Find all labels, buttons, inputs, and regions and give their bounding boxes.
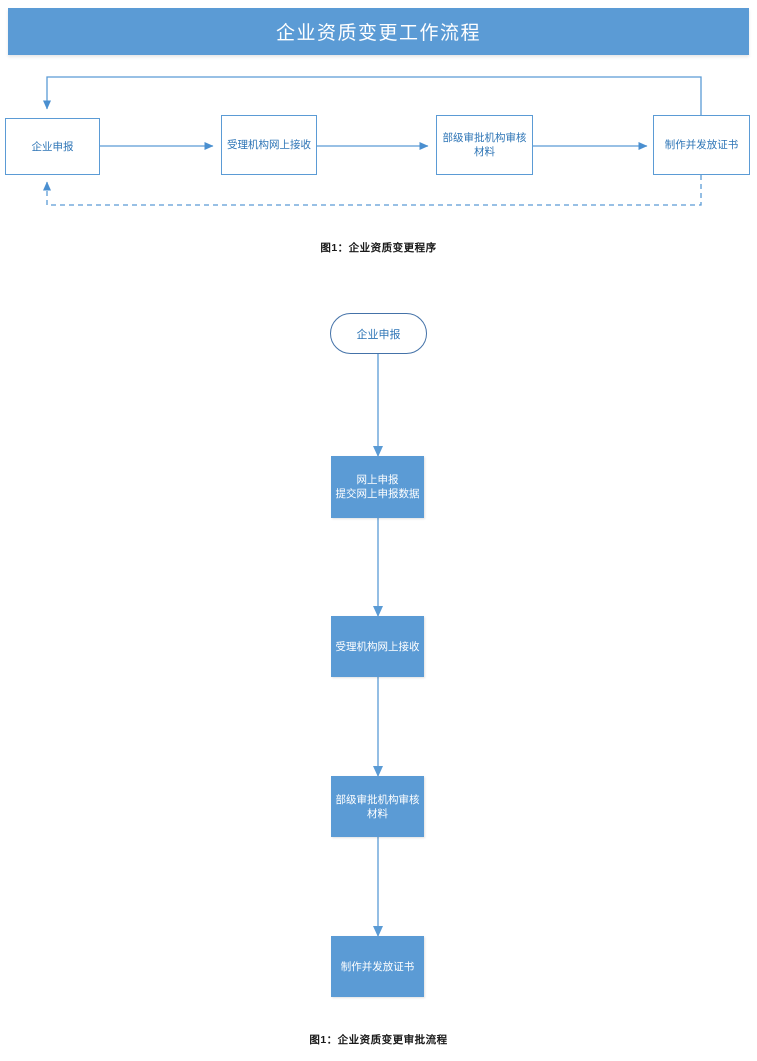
node-ministry-review-materials[interactable]: 部级审批机构审核 材料 <box>331 776 424 837</box>
node-label-line: 材料 <box>474 146 495 158</box>
page-header-banner: 企业资质变更工作流程 <box>8 8 749 55</box>
node-enterprise-declaration[interactable]: 企业申报 <box>5 118 100 175</box>
node-label-block: 部级审批机构审核 材料 <box>443 131 527 159</box>
caption-flowchart-horizontal: 图1：企业资质变更程序 <box>320 242 437 254</box>
flowchart-horizontal-connectors <box>43 76 702 206</box>
page-title: 企业资质变更工作流程 <box>275 23 481 44</box>
edge-n4-n1-dashed-feedback <box>43 175 702 206</box>
node-label-line: 部级审批机构审核 <box>335 793 420 806</box>
node-online-declaration[interactable]: 网上申报 提交网上申报数据 <box>331 456 424 518</box>
flowchart-vertical <box>0 290 757 1020</box>
node-agency-online-receipt[interactable]: 受理机构网上接收 <box>221 115 317 175</box>
node-label-line: 受理机构网上接收 <box>227 139 311 151</box>
node-label-line: 材料 <box>367 807 388 820</box>
node-label-line: 企业申报 <box>356 328 401 341</box>
node-agency-online-receipt[interactable]: 受理机构网上接收 <box>331 616 424 677</box>
node-issue-certificate[interactable]: 制作并发放证书 <box>653 115 750 175</box>
node-label-line: 制作并发放证书 <box>664 139 739 151</box>
caption-flowchart-vertical: 图1：企业资质变更审批流程 <box>309 1034 448 1046</box>
node-label-line: 受理机构网上接收 <box>335 640 420 653</box>
node-label-line: 制作并发放证书 <box>340 960 415 973</box>
node-issue-certificate[interactable]: 制作并发放证书 <box>331 936 424 997</box>
node-label-line: 企业申报 <box>31 140 74 153</box>
flowchart-vertical-connectors <box>373 354 383 937</box>
node-ministry-review-materials[interactable]: 部级审批机构审核 材料 <box>436 115 533 175</box>
node-label-block: 网上申报 提交网上申报数据 <box>336 473 420 501</box>
flowchart-horizontal: 企业申报 受理机构网上接收 部级审批机构审核 材料 制作并发放证书 <box>0 62 757 227</box>
node-label-line: 部级审批机构审核 <box>442 132 527 144</box>
edge-n4-n1-solid-feedback <box>43 76 702 118</box>
node-label-line: 网上申报 <box>356 474 399 486</box>
node-label-block: 部级审批机构审核 材料 <box>336 793 420 821</box>
node-label-line: 提交网上申报数据 <box>335 488 420 500</box>
node-start-enterprise-declaration[interactable]: 企业申报 <box>330 313 427 354</box>
